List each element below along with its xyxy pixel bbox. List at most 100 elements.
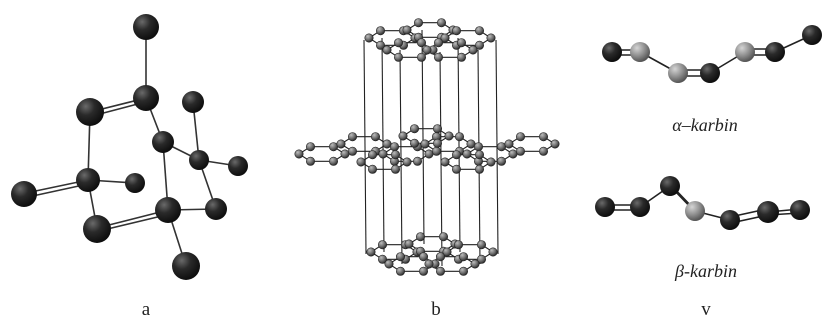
interlayer-line xyxy=(363,39,367,255)
carbon-atom xyxy=(433,38,443,48)
carbon-atom xyxy=(340,149,350,159)
beta-karbin-label: β-karbin xyxy=(674,261,737,281)
panel-label-b: b xyxy=(431,299,441,320)
carbon-atom xyxy=(444,131,454,141)
carbon-atom xyxy=(496,142,506,152)
carbon-atom xyxy=(466,139,476,149)
carbon-atom xyxy=(382,139,392,149)
carbon-atom xyxy=(367,150,377,160)
carbon-atom xyxy=(418,266,428,276)
carbon-atom xyxy=(453,240,463,250)
carbon-atom xyxy=(76,168,100,192)
carbon-atom xyxy=(393,52,403,62)
interlayer-line xyxy=(421,29,425,245)
carbon-atom xyxy=(83,215,111,243)
carbon-atom xyxy=(370,132,380,142)
carbon-atom xyxy=(384,259,394,269)
carbon-atom xyxy=(473,142,483,152)
carbon-atom xyxy=(404,239,414,249)
carbon-atom xyxy=(390,150,400,160)
carbon-atom xyxy=(424,259,434,269)
carbon-atom xyxy=(189,150,209,170)
carbon-atom xyxy=(538,146,548,156)
carbon-atom xyxy=(395,252,405,262)
carbon-atom xyxy=(515,146,525,156)
carbon-atom xyxy=(765,42,785,62)
carbon-atom xyxy=(757,201,779,223)
carbon-atom xyxy=(508,149,518,159)
carbon-atom xyxy=(474,164,484,174)
carbon-atom xyxy=(700,63,720,83)
carbon-atom xyxy=(347,146,357,156)
carbon-atom xyxy=(182,91,204,113)
carbon-atom xyxy=(474,26,484,36)
carbon-atom xyxy=(438,232,448,242)
carbon-atom xyxy=(668,63,688,83)
carbon-atom xyxy=(515,132,525,142)
carbon-atom xyxy=(389,142,399,152)
carbon-atom xyxy=(458,252,468,262)
carbon-atom xyxy=(436,18,446,28)
carbon-atom xyxy=(11,181,37,207)
carbon-atom xyxy=(468,45,478,55)
interlayer-line xyxy=(495,39,499,255)
carbon-atom xyxy=(328,156,338,166)
graphite-structure xyxy=(294,18,560,276)
carbon-atom xyxy=(76,98,104,126)
carbon-atom xyxy=(486,157,496,167)
carbon-atom xyxy=(451,150,461,160)
carbon-atom xyxy=(790,200,810,220)
alpha-karbin-chain xyxy=(602,25,822,83)
carbon-atom xyxy=(735,42,755,62)
carbon-atom xyxy=(451,26,461,36)
carbon-atom xyxy=(336,139,346,149)
carbon-atom xyxy=(133,14,159,40)
carbon-atom xyxy=(416,38,426,48)
carbon-atom xyxy=(228,156,248,176)
carbon-atom xyxy=(409,138,419,148)
carbon-atom xyxy=(432,138,442,148)
diamond-structure xyxy=(11,14,248,280)
carbon-atom xyxy=(720,210,740,230)
carbon-atom xyxy=(328,142,338,152)
carbon-atom xyxy=(595,197,615,217)
carbon-atom xyxy=(366,247,376,257)
carbon-atom xyxy=(474,150,484,160)
carbon-atom xyxy=(133,85,159,111)
carbon-atom xyxy=(504,139,514,149)
carbon-atom xyxy=(422,45,432,55)
carbon-atom xyxy=(454,132,464,142)
carbon-atom xyxy=(462,149,472,159)
carbon-atom xyxy=(390,164,400,174)
carbon-atom xyxy=(393,38,403,48)
carbon-atom xyxy=(395,266,405,276)
panel-label-v: v xyxy=(701,299,711,320)
interlayer-line xyxy=(439,51,443,267)
carbon-atom xyxy=(435,266,445,276)
diamond-bonds xyxy=(25,27,239,267)
carbon-atom xyxy=(375,26,385,36)
carbon-atom xyxy=(458,266,468,276)
carbon-atom xyxy=(486,33,496,43)
carbon-atom xyxy=(377,240,387,250)
carbon-atom xyxy=(378,149,388,159)
carbon-atom xyxy=(476,254,486,264)
carbon-atom xyxy=(356,157,366,167)
carbon-atom xyxy=(377,254,387,264)
carbon-atom xyxy=(433,52,443,62)
carbon-atom xyxy=(424,149,434,159)
carbon-atom xyxy=(440,33,450,43)
carbon-atom xyxy=(474,40,484,50)
carbon-atom xyxy=(347,132,357,142)
carbon-atom xyxy=(382,45,392,55)
carbon-atom xyxy=(630,197,650,217)
carbon-atom xyxy=(442,247,452,257)
carbon-atom xyxy=(476,240,486,250)
beta-karbin-chain xyxy=(595,176,810,230)
carbon-atom xyxy=(470,259,480,269)
carbon-atom xyxy=(415,232,425,242)
carbon-atom xyxy=(660,176,680,196)
interlayer-line xyxy=(457,37,461,253)
carbon-atom xyxy=(416,52,426,62)
